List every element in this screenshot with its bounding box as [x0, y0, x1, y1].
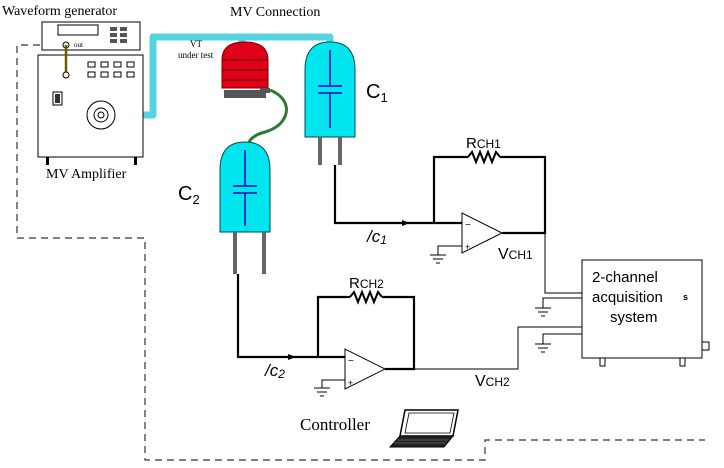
ground-icon	[535, 333, 582, 353]
ground-icon	[535, 297, 582, 317]
ic2-label: /c2	[264, 361, 285, 381]
amplifier-buttons	[87, 61, 135, 78]
acquisition-label-line3: system	[610, 309, 658, 326]
vt-label-line2: under test	[178, 50, 214, 60]
ground-icon	[430, 245, 462, 264]
rch1-label: RCH1	[466, 135, 501, 152]
vt-under-test	[221, 41, 270, 98]
ic1-label: /c1	[366, 227, 387, 247]
acquisition-label-line2: acquisition	[592, 289, 663, 306]
capacitor-c1	[304, 41, 356, 165]
coaxial-connector-icon	[86, 100, 116, 130]
channel-1-circuit	[333, 155, 547, 235]
acquisition-label-mark: s	[683, 292, 688, 302]
generator-buttons	[110, 27, 127, 43]
vt-label-line1: VT	[190, 39, 202, 49]
c2-label: C2	[178, 183, 200, 207]
acquisition-label-line1: 2-channel	[592, 269, 658, 286]
capacitor-icon	[318, 50, 342, 128]
resistor-icon	[349, 289, 383, 305]
vch2-label: VCH2	[475, 373, 510, 390]
vch1-label: VCH1	[498, 246, 533, 263]
svg-text:+: +	[348, 378, 353, 388]
waveform-generator-label: Waveform generator	[2, 4, 117, 19]
controller-label: Controller	[300, 415, 370, 434]
ground-icon	[314, 379, 345, 397]
opamp-icon: − +	[461, 212, 504, 254]
svg-text:+: +	[465, 242, 470, 252]
capacitor-icon	[233, 150, 257, 226]
capacitor-c2	[219, 141, 271, 274]
mv-connection-label: MV Connection	[230, 5, 320, 20]
resistor-icon	[467, 149, 501, 165]
opamp-icon: − +	[344, 348, 387, 390]
output-wires	[385, 233, 582, 370]
out-label: out	[74, 41, 83, 49]
mv-amplifier-label: MV Amplifier	[46, 167, 127, 182]
waveform-generator: out	[41, 21, 141, 51]
c1-label: C1	[366, 81, 388, 105]
rch2-label: RCH2	[349, 275, 384, 292]
channel-2-circuit	[236, 274, 416, 371]
svg-text:−: −	[348, 356, 354, 367]
acquisition-system	[581, 259, 710, 367]
vt-secondary-lead	[245, 88, 288, 151]
mv-amplifier	[37, 45, 144, 165]
laptop-icon	[388, 409, 459, 448]
amplifier-feet	[46, 157, 137, 165]
svg-text:−: −	[465, 220, 471, 231]
